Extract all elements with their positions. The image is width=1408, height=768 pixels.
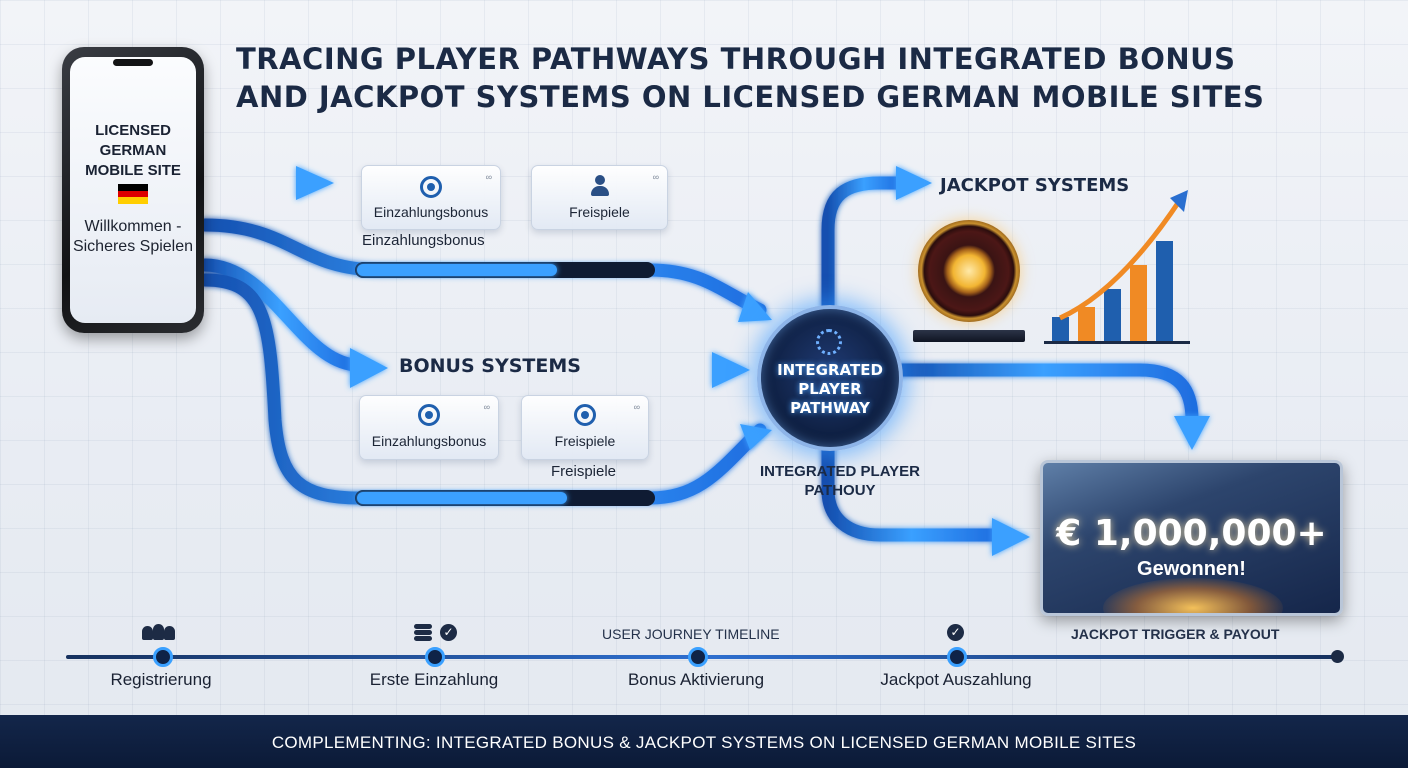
user-icon	[589, 175, 611, 197]
hub-label: INTEGRATED PLAYER PATHWAY	[777, 361, 883, 417]
timeline-step-label: Registrierung	[110, 670, 212, 689]
card-label: Einzahlungsbonus	[371, 433, 487, 449]
mid-caption: Freispiele	[551, 463, 617, 480]
chart-bar	[1130, 265, 1147, 341]
card-label: Freispiele	[569, 204, 630, 220]
people-icon	[142, 622, 182, 640]
gear-icon	[418, 404, 440, 426]
link-icon: ∞	[483, 402, 490, 412]
flow-lower	[198, 273, 767, 505]
phone-welcome-text: Willkommen - Sicheres Spielen	[72, 218, 194, 255]
jackpot-won-label: Gewonnen!	[1137, 558, 1246, 580]
gear-icon	[574, 404, 596, 426]
phone-screen: LICENSED GERMAN MOBILE SITE Willkommen -…	[70, 57, 196, 323]
timeline-end-caption: JACKPOT TRIGGER & PAYOUT	[1071, 626, 1280, 642]
arrowhead-hub-lower	[740, 424, 772, 450]
flow-hub-to-jackpot	[821, 176, 907, 312]
timeline-end-node	[1331, 650, 1344, 663]
jackpot-bar-chart	[1052, 241, 1173, 341]
chart-bar	[1156, 241, 1173, 341]
footer-banner: COMPLEMENTING: INTEGRATED BONUS & JACKPO…	[0, 715, 1408, 768]
arrowhead-hub-mid	[712, 352, 750, 388]
timeline-node	[947, 647, 967, 667]
arrowhead-bonus	[350, 348, 388, 388]
gear-icon	[420, 176, 442, 198]
flow-to-bonus	[198, 258, 362, 372]
gear-icon	[816, 329, 842, 355]
timeline-step-label: Jackpot Auszahlung	[880, 670, 1032, 689]
jackpot-payout-panel: € 1,000,000+ Gewonnen!	[1040, 460, 1343, 616]
timeline-node	[688, 647, 708, 667]
timeline-node	[425, 647, 445, 667]
timeline-title: USER JOURNEY TIMELINE	[602, 626, 780, 642]
link-icon: ∞	[633, 402, 640, 412]
card-freispiele-top: ∞ Freispiele	[531, 165, 668, 230]
top-caption: Einzahlungsbonus	[362, 232, 485, 249]
bonus-systems-label: BONUS SYSTEMS	[399, 355, 581, 377]
progress-bar-upper	[355, 262, 655, 278]
mobile-phone: LICENSED GERMAN MOBILE SITE Willkommen -…	[62, 47, 204, 333]
card-freispiele-bottom: ∞ Freispiele	[521, 395, 649, 460]
pathway-flows	[198, 166, 1210, 556]
chart-bar	[1104, 289, 1121, 341]
wheel-stand	[913, 330, 1025, 342]
chart-bar	[1052, 317, 1069, 341]
arrowhead-top	[296, 166, 334, 200]
hub-caption: INTEGRATED PLAYER PATHOUY	[759, 463, 921, 499]
arrowhead-panel	[1174, 416, 1210, 450]
chart-trend-arrow	[1058, 198, 1183, 321]
arrowhead-jackpot	[896, 166, 932, 200]
roulette-wheel-icon	[918, 220, 1020, 322]
glow-effect	[1103, 578, 1283, 613]
check-icon: ✓	[947, 624, 964, 641]
integrated-pathway-hub: INTEGRATED PLAYER PATHWAY	[757, 305, 903, 451]
footer-text: COMPLEMENTING: INTEGRATED BONUS & JACKPO…	[271, 733, 1137, 752]
jackpot-amount: € 1,000,000+	[1056, 513, 1327, 554]
timeline-node	[153, 647, 173, 667]
chart-bar	[1078, 307, 1095, 341]
chart-baseline	[1044, 341, 1190, 344]
timeline-step-label: Erste Einzahlung	[369, 670, 499, 689]
arrowhead-hub-upper	[738, 292, 772, 322]
page-title: TRACING PLAYER PATHWAYS THROUGH INTEGRAT…	[236, 42, 1265, 114]
timeline-step-label: Bonus Aktivierung	[627, 670, 765, 689]
phone-heading: LICENSED GERMAN MOBILE SITE	[85, 122, 181, 179]
coins-icon	[414, 624, 434, 641]
flow-hub-down	[821, 436, 1002, 542]
card-einzahlungsbonus-bottom: ∞ Einzahlungsbonus	[359, 395, 499, 460]
jackpot-systems-label: JACKPOT SYSTEMS	[940, 175, 1130, 196]
card-label: Freispiele	[554, 433, 616, 449]
arrowhead-payout	[992, 518, 1030, 556]
chart-trend-arrowhead	[1170, 190, 1188, 212]
card-label: Einzahlungsbonus	[373, 204, 489, 220]
link-icon: ∞	[485, 172, 492, 182]
card-einzahlungsbonus-top: ∞ Einzahlungsbonus	[361, 165, 501, 230]
check-icon: ✓	[440, 624, 457, 641]
flow-hub-to-panel	[888, 363, 1199, 427]
german-flag-icon	[118, 184, 148, 205]
phone-notch	[113, 59, 153, 66]
link-icon: ∞	[652, 172, 659, 182]
progress-bar-lower	[355, 490, 655, 506]
